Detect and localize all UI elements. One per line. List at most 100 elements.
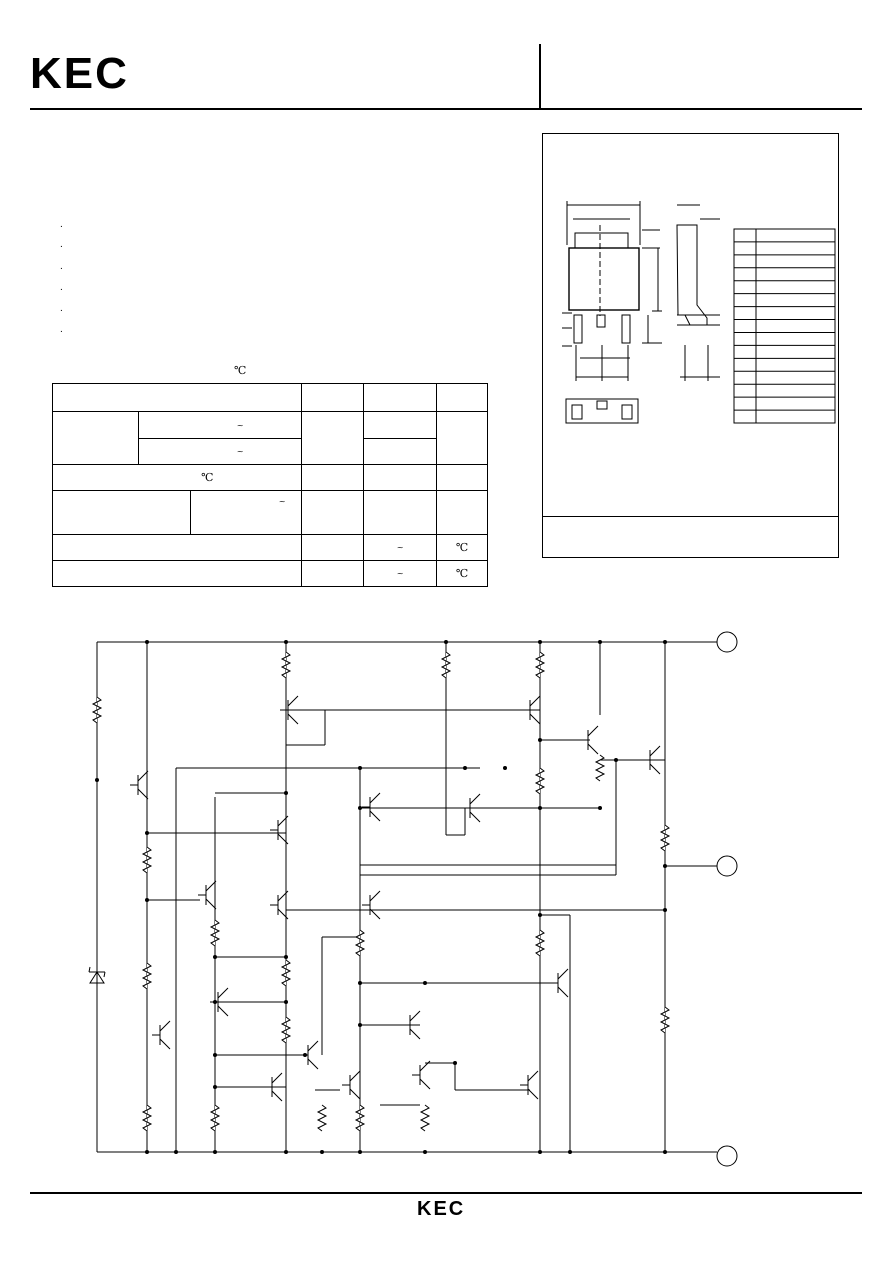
table-cell xyxy=(436,464,488,491)
junction-dot xyxy=(538,640,542,644)
junction-dot xyxy=(284,1000,288,1004)
header-logo: KEC xyxy=(30,49,129,98)
junction-dot xyxy=(568,1150,572,1154)
junction-dot xyxy=(174,1150,178,1154)
table-row: ~ xyxy=(52,490,488,535)
table-row: ~ xyxy=(52,411,488,465)
table-cell xyxy=(363,383,438,412)
table-row: ~ ℃ xyxy=(51,534,488,561)
transistor-symbol xyxy=(580,725,599,755)
table-cell xyxy=(436,411,488,465)
ratings-temp-marker: ℃ xyxy=(234,364,247,377)
feature-bullet: . xyxy=(60,239,63,250)
junction-dot xyxy=(538,913,542,917)
junction-dot xyxy=(145,640,149,644)
package-box-divider xyxy=(542,516,839,517)
footer-logo: KEC xyxy=(417,1198,466,1220)
table-cell: ~ xyxy=(137,438,303,465)
junction-dot xyxy=(284,955,288,959)
table-cell: ~ xyxy=(363,560,438,587)
table-cell xyxy=(51,534,303,561)
table-cell: ℃ xyxy=(436,534,488,561)
resistor-symbol xyxy=(209,919,221,947)
table-cell xyxy=(363,438,438,465)
junction-dot xyxy=(663,864,667,868)
junction-dot xyxy=(598,640,602,644)
transistor-symbol xyxy=(522,695,541,725)
table-row: ~ ℃ xyxy=(51,560,488,587)
table-cell xyxy=(436,490,488,535)
table-cell xyxy=(52,490,191,535)
junction-dot xyxy=(463,766,467,770)
table-cell: ~ xyxy=(363,534,438,561)
junction-dot xyxy=(663,1150,667,1154)
equivalent-circuit-diagram xyxy=(88,631,738,1167)
junction-dot xyxy=(663,640,667,644)
transistor-symbol xyxy=(270,890,289,920)
junction-dot xyxy=(358,806,362,810)
junction-dot xyxy=(423,1150,427,1154)
table-row: ℃ xyxy=(51,464,488,491)
table-row: ~ xyxy=(53,438,488,465)
junction-dot xyxy=(358,981,362,985)
resistor-symbol xyxy=(354,929,366,957)
table-cell xyxy=(301,534,365,561)
feature-bullet: . xyxy=(60,282,63,293)
header-divider-vertical xyxy=(539,44,541,110)
junction-dot xyxy=(423,981,427,985)
resistor-symbol xyxy=(534,651,546,679)
table-cell xyxy=(301,490,365,535)
table-cell: ~ xyxy=(137,411,303,439)
table-cell xyxy=(363,490,438,535)
transistor-symbol xyxy=(198,880,217,910)
table-cell xyxy=(301,464,365,491)
resistor-symbol xyxy=(280,959,292,987)
junction-dot xyxy=(213,955,217,959)
junction-dot xyxy=(453,1061,457,1065)
package-outline-box xyxy=(542,133,839,558)
junction-dot xyxy=(213,1085,217,1089)
table-cell xyxy=(363,464,438,491)
footer-rule xyxy=(30,1192,862,1194)
table-cell xyxy=(436,383,488,412)
transistor-symbol xyxy=(462,793,481,823)
junction-dot xyxy=(444,640,448,644)
resistor-symbol xyxy=(280,651,292,679)
table-cell xyxy=(363,411,438,439)
junction-dot xyxy=(598,806,602,810)
transistor-symbol xyxy=(300,1040,319,1070)
transistor-symbol xyxy=(130,770,149,800)
junction-dot xyxy=(213,1150,217,1154)
table-cell: ℃ xyxy=(436,560,488,587)
resistor-symbol xyxy=(141,962,153,990)
transistor-symbol xyxy=(412,1060,431,1090)
resistor-symbol xyxy=(534,929,546,957)
resistor-symbol xyxy=(91,696,103,724)
transistor-symbol xyxy=(342,1070,361,1100)
junction-dot xyxy=(358,766,362,770)
feature-bullet: . xyxy=(60,219,63,230)
transistor-symbol xyxy=(550,968,569,998)
transistor-symbol xyxy=(362,890,381,920)
table-cell xyxy=(51,560,303,587)
header-rule xyxy=(30,108,862,110)
feature-bullet: . xyxy=(60,324,63,335)
resistor-symbol xyxy=(280,1016,292,1044)
maximum-ratings-table: ~ ~ ℃ ~ ~ ℃ ~ ℃ xyxy=(51,383,488,587)
transistor-symbol xyxy=(402,1010,421,1040)
resistor-symbol xyxy=(316,1104,328,1132)
junction-dot xyxy=(145,831,149,835)
junction-dot xyxy=(538,1150,542,1154)
resistor-symbol xyxy=(141,846,153,874)
junction-dot xyxy=(95,778,99,782)
transistor-symbol xyxy=(264,1072,283,1102)
table-cell: ~ xyxy=(189,490,303,535)
junction-dot xyxy=(538,738,542,742)
feature-bullet: . xyxy=(60,261,63,272)
table-cell xyxy=(301,560,365,587)
transistor-symbol xyxy=(520,1070,539,1100)
junction-dot xyxy=(614,758,618,762)
transistor-symbol xyxy=(152,1020,171,1050)
table-row xyxy=(51,383,488,412)
transistor-symbol xyxy=(280,695,299,725)
